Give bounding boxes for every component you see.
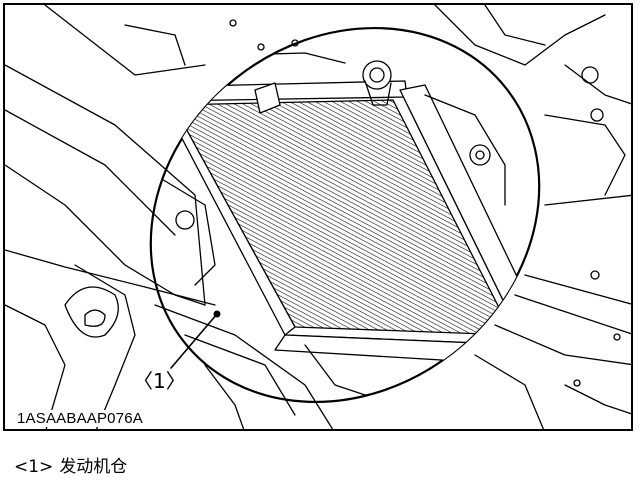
callout-label: 〈1〉	[133, 369, 186, 393]
caption-text: 发动机仓	[59, 457, 128, 477]
radiator	[154, 52, 546, 396]
chassis-lines	[5, 5, 631, 429]
engine-compartment-illustration	[5, 5, 631, 429]
image-code: 1ASAABAAP076A	[15, 410, 146, 427]
callout-leader	[170, 313, 218, 369]
figure-caption: <1>发动机仓	[14, 452, 133, 477]
caption-number: <1>	[14, 457, 54, 477]
figure-frame: 1ASAABAAP076A 〈1〉	[3, 3, 633, 431]
callout-dot	[213, 310, 221, 318]
